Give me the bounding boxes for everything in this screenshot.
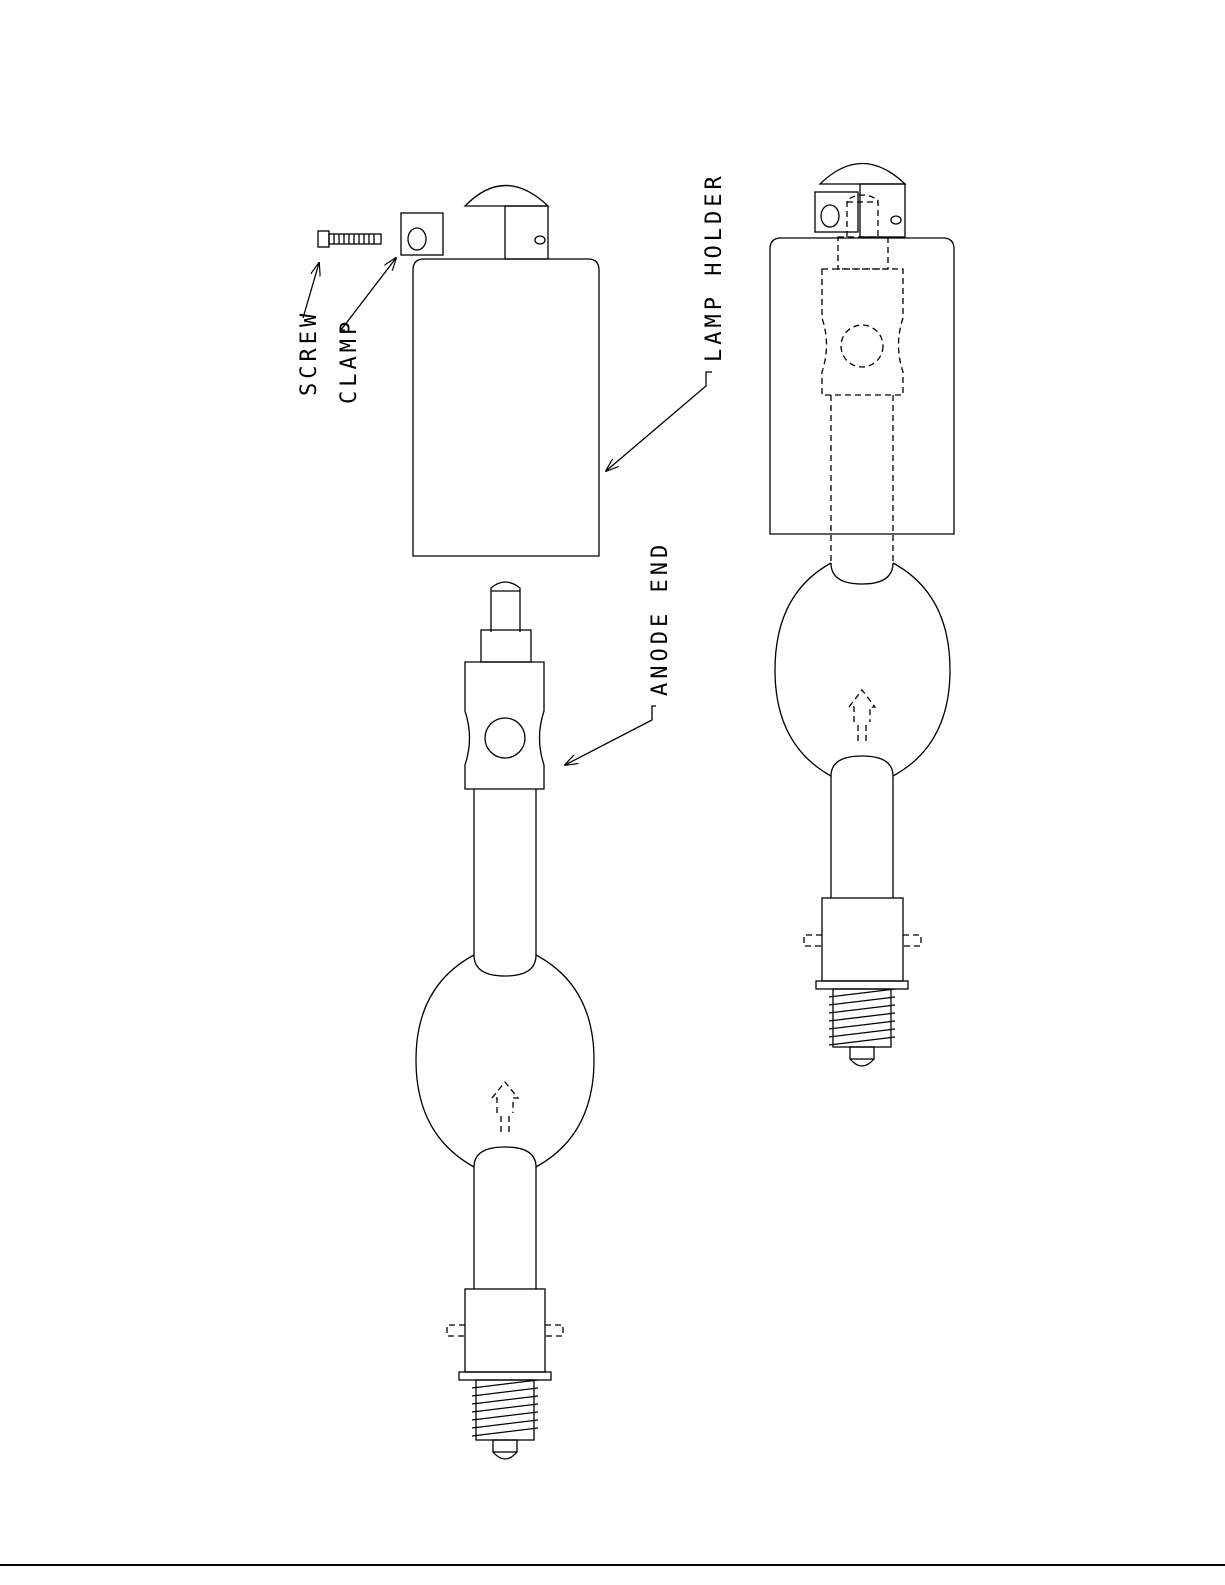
clamp-part: [401, 213, 443, 255]
screw-part: [318, 231, 381, 247]
lamp-assembled: [770, 164, 954, 1067]
screw-label: SCREW: [297, 310, 322, 396]
clamp-label: CLAMP: [337, 318, 362, 404]
anode-end-label: ANODE END: [648, 541, 673, 696]
lamp-holder-label: LAMP HOLDER: [702, 172, 727, 362]
lamp-left: [416, 582, 594, 1459]
lamp-holder-part: [413, 186, 599, 557]
